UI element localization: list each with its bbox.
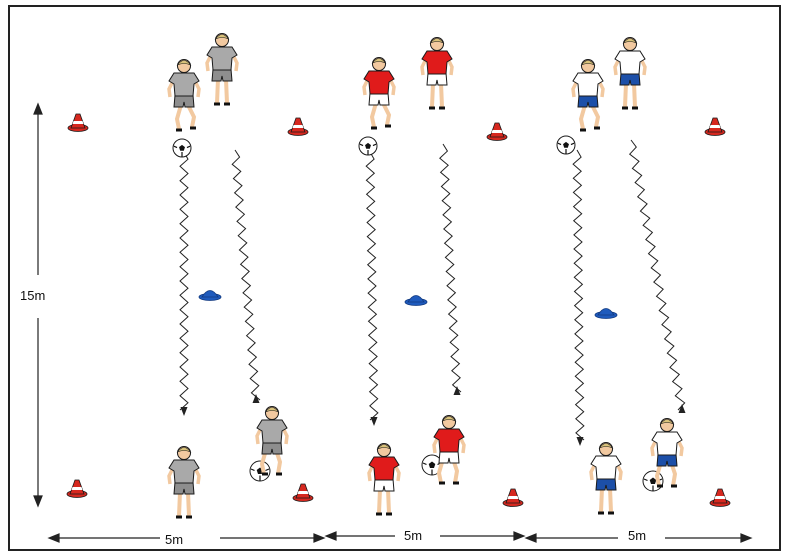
dribble-path [231, 149, 261, 401]
red-cone-icon [704, 117, 726, 136]
horizontal-distance-label-1: 5m [165, 532, 183, 547]
arrow-head [453, 386, 461, 395]
drill-elements [66, 33, 731, 519]
player-figure-icon [362, 57, 396, 130]
dribble-path [628, 139, 686, 411]
dribble-path [572, 149, 585, 441]
player-figure-icon [420, 37, 454, 110]
player-figure-icon [167, 446, 201, 519]
blue-disc-marker-icon [198, 290, 222, 301]
horizontal-dimensions [47, 531, 753, 543]
red-cone-icon [67, 113, 89, 132]
soccer-ball-icon [358, 136, 378, 156]
arrow-head [252, 394, 260, 403]
vertical-dimension [33, 102, 43, 508]
dribble-path [365, 151, 379, 421]
arrow-head [180, 407, 188, 416]
arrow-head [370, 417, 378, 426]
blue-disc-marker-icon [594, 308, 618, 319]
dribble-path [179, 151, 189, 411]
arrow-head [678, 404, 686, 413]
red-cone-icon [66, 479, 88, 498]
blue-disc-marker-icon [404, 295, 428, 306]
player-figure-icon [613, 37, 647, 110]
soccer-ball-icon [556, 135, 576, 155]
red-cone-icon [486, 122, 508, 141]
red-cone-icon [292, 483, 314, 502]
player-figure-icon [255, 406, 289, 476]
red-cone-icon [502, 488, 524, 507]
player-figure-icon [367, 443, 401, 516]
red-cone-icon [709, 488, 731, 507]
arrow-head [576, 437, 584, 446]
soccer-ball-icon [172, 138, 192, 158]
horizontal-distance-label-3: 5m [628, 528, 646, 543]
dribble-path [439, 143, 462, 393]
player-figure-icon [650, 418, 684, 488]
red-cone-icon [287, 117, 309, 136]
player-figure-icon [167, 59, 201, 132]
horizontal-distance-label-2: 5m [404, 528, 422, 543]
player-figure-icon [205, 33, 239, 106]
player-figure-icon [589, 442, 623, 515]
player-figure-icon [432, 415, 466, 485]
vertical-distance-label: 15m [20, 288, 45, 303]
player-figure-icon [571, 59, 605, 132]
